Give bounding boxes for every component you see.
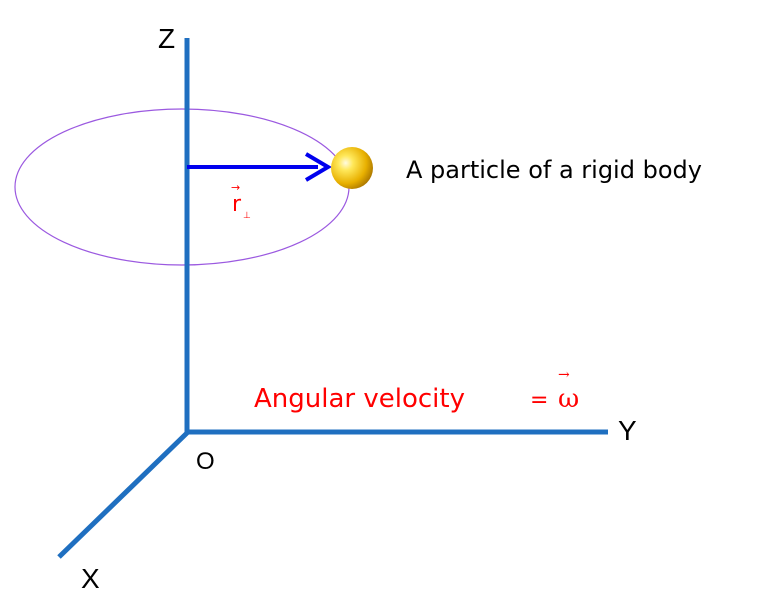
- y-axis-label: Y: [618, 415, 637, 446]
- angular-velocity-text: Angular velocity: [254, 384, 465, 414]
- particle-caption: A particle of a rigid body: [406, 156, 702, 184]
- z-axis-label: Z: [158, 23, 175, 54]
- radius-vector-arrowhead: [304, 152, 332, 182]
- omega-arrow-mark: →: [558, 367, 570, 383]
- particle-ball: [331, 147, 373, 189]
- orbit-ellipse: [14, 108, 350, 266]
- omega-symbol: ω: [558, 384, 579, 414]
- radius-vector-subscript: ⊥: [243, 211, 251, 221]
- radius-vector-symbol: r: [232, 192, 242, 217]
- x-axis: [57, 430, 190, 559]
- angular-velocity-equals: =: [530, 388, 548, 413]
- origin-label: O: [196, 448, 215, 475]
- radius-vector-arrow-mark: →: [231, 181, 240, 194]
- x-axis-label: X: [81, 563, 100, 594]
